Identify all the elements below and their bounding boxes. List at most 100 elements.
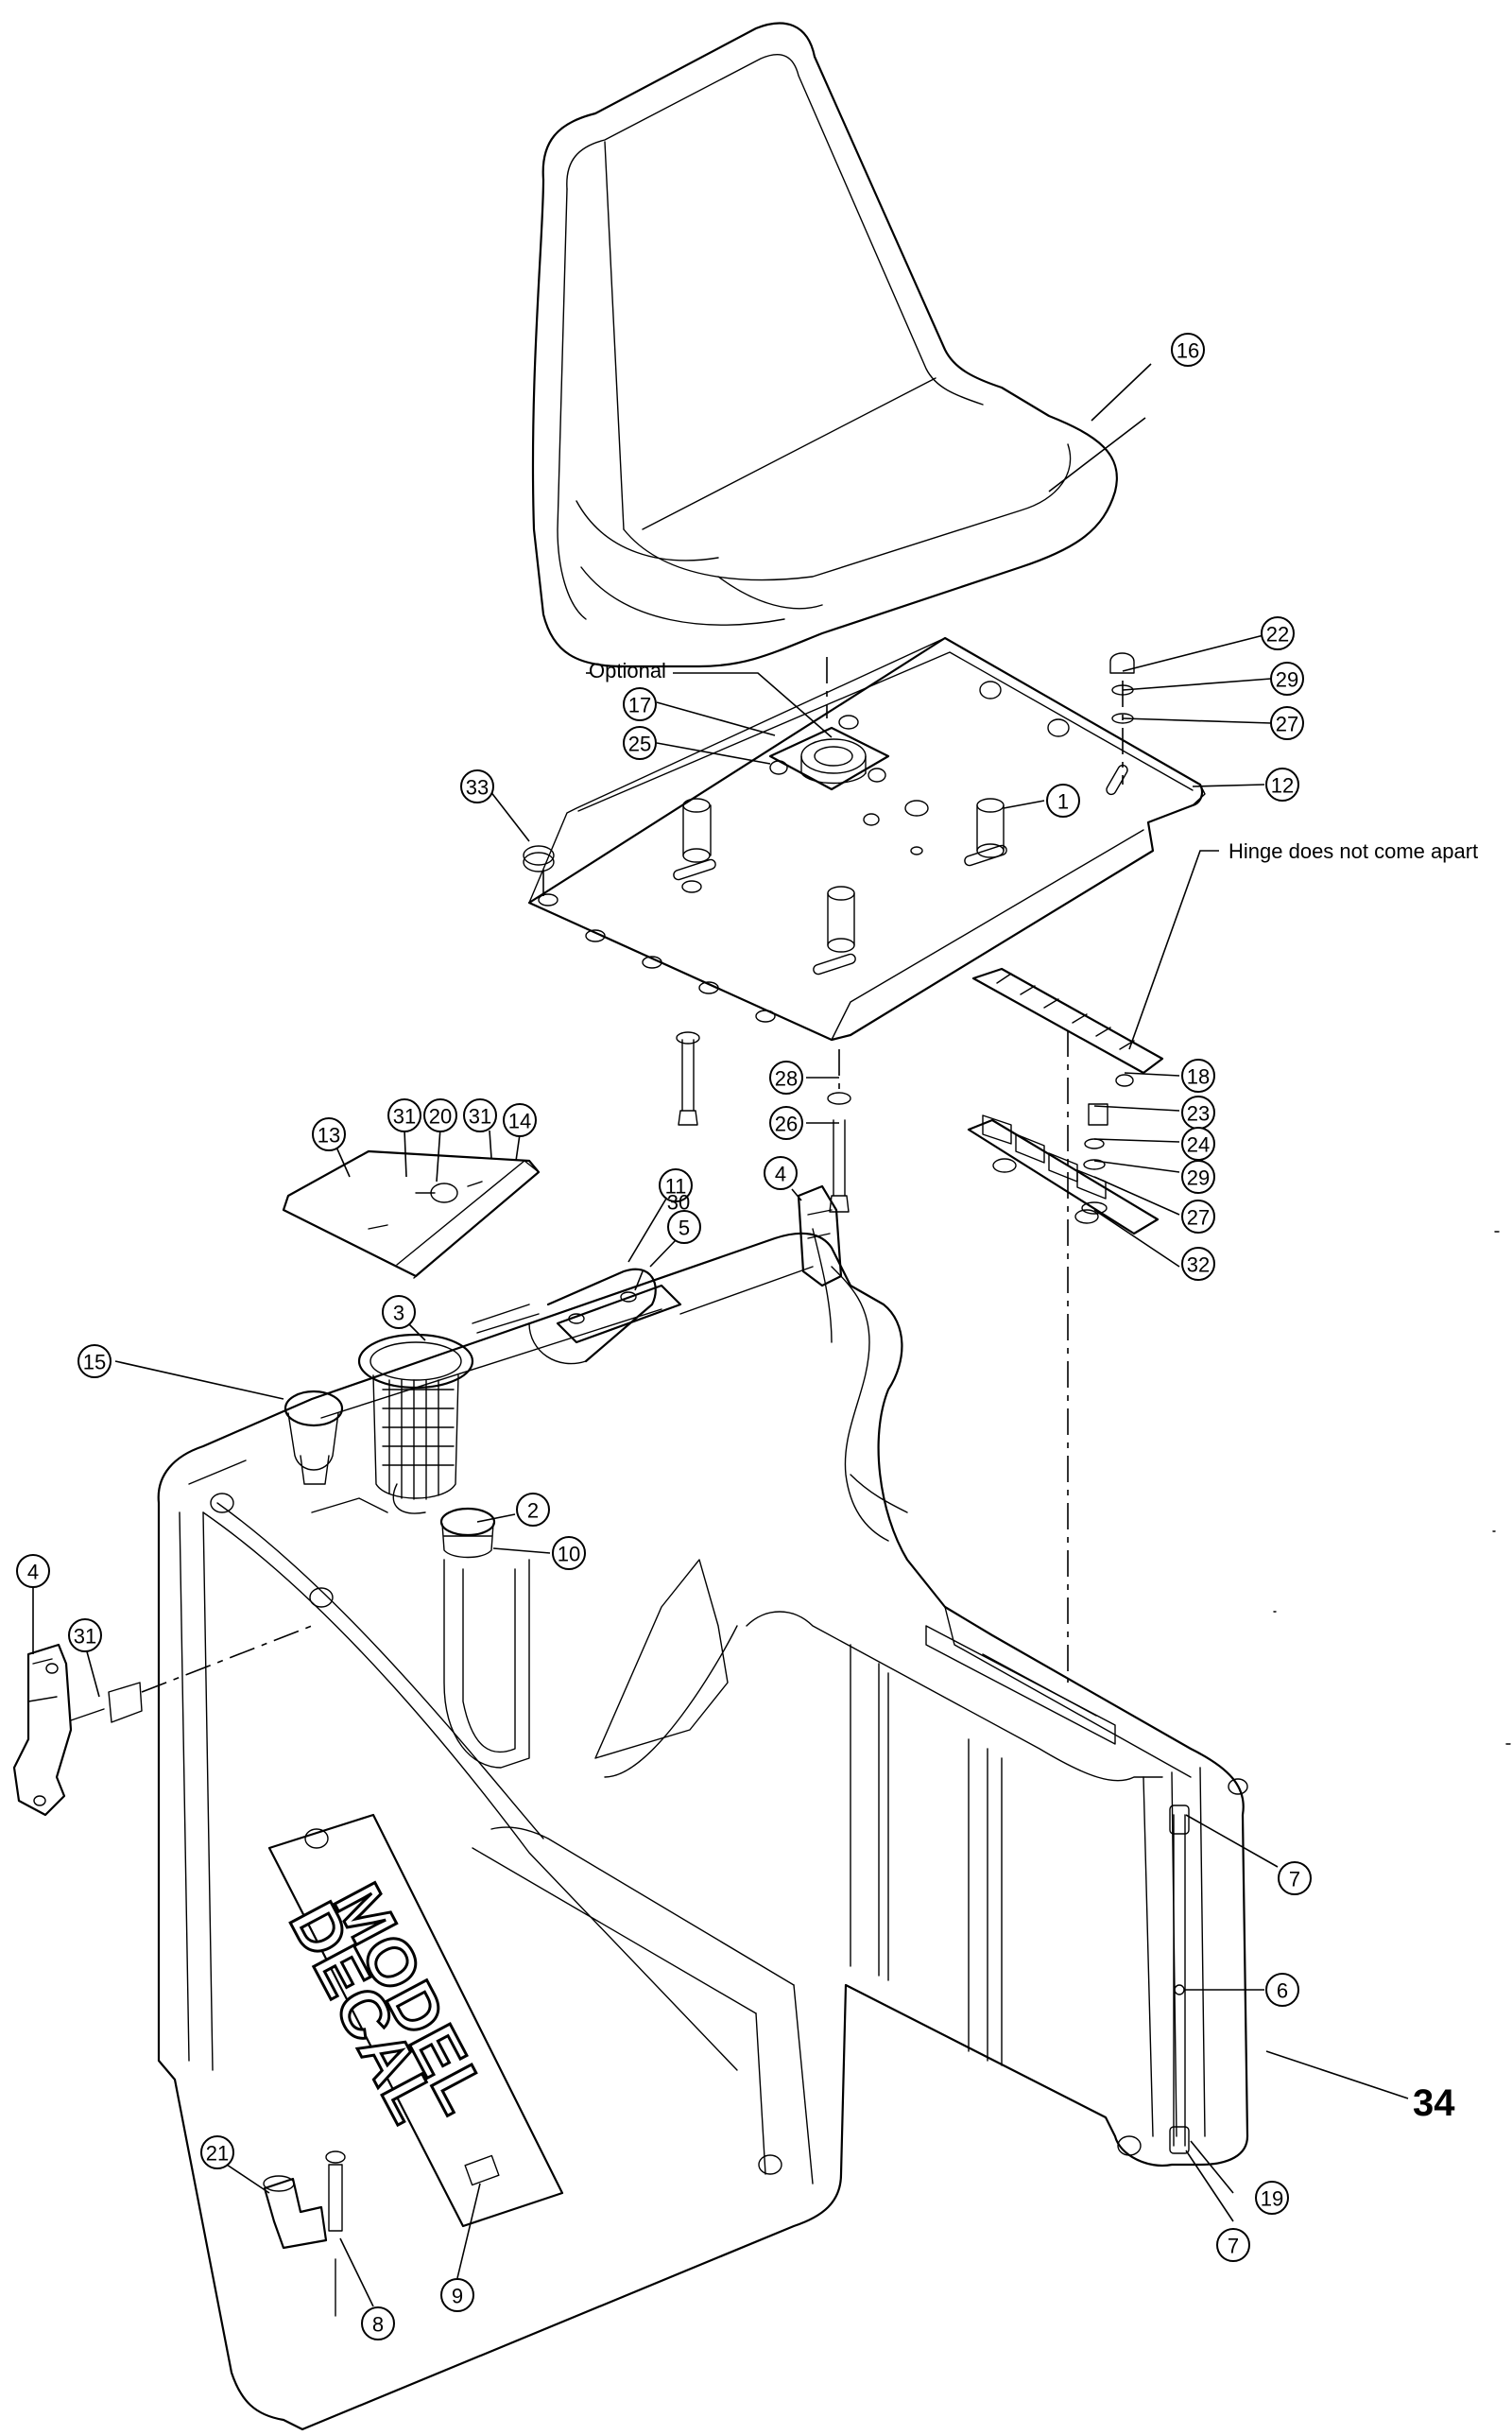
- callout-18: 18: [1181, 1059, 1215, 1093]
- svg-text:16: 16: [1177, 339, 1199, 363]
- callout-31-b: 31: [463, 1098, 497, 1132]
- drain-fitting: [263, 2150, 346, 2317]
- svg-text:2: 2: [527, 1499, 539, 1523]
- model-decal: MODEL DECAL: [267, 1813, 564, 2228]
- optional-swivel-bracket: [768, 715, 890, 791]
- callout-26: 26: [769, 1106, 803, 1140]
- callout-7-upper: 7: [1278, 1861, 1312, 1895]
- svg-text:24: 24: [1187, 1133, 1210, 1157]
- callout-13: 13: [312, 1117, 346, 1151]
- callout-30: 30: [667, 1191, 690, 1215]
- callout-16: 16: [1171, 333, 1205, 367]
- callout-24: 24: [1181, 1127, 1215, 1161]
- latch-upper: [797, 1184, 843, 1287]
- svg-text:23: 23: [1187, 1102, 1210, 1126]
- svg-text:20: 20: [429, 1105, 452, 1129]
- svg-text:25: 25: [628, 733, 651, 756]
- optional-note: Optional: [589, 659, 666, 682]
- svg-text:11: 11: [665, 1175, 687, 1199]
- svg-text:9: 9: [452, 2285, 463, 2308]
- svg-text:12: 12: [1271, 774, 1294, 798]
- svg-text:14: 14: [508, 1110, 531, 1133]
- callout-11: 11: [659, 1168, 693, 1202]
- svg-text:28: 28: [775, 1067, 798, 1091]
- svg-text:17: 17: [628, 694, 651, 717]
- seat-cushion: [531, 22, 1118, 668]
- fill-strainer: [357, 1333, 474, 1500]
- svg-text:4: 4: [775, 1163, 786, 1186]
- filter-cap: [392, 1483, 496, 1559]
- scan-marks: [1273, 1231, 1511, 1745]
- callout-8: 8: [361, 2306, 395, 2340]
- callout-9: 9: [440, 2278, 474, 2312]
- latch-left: [12, 1625, 313, 1817]
- svg-text:7: 7: [1228, 2235, 1239, 2258]
- svg-text:1: 1: [1057, 790, 1069, 814]
- callout-4-left: 4: [16, 1554, 50, 1588]
- seat-mounting-plate: [527, 636, 1206, 1042]
- svg-text:26: 26: [775, 1113, 798, 1136]
- callout-23: 23: [1181, 1096, 1215, 1130]
- callout-4-upper: 4: [764, 1156, 798, 1190]
- callout-19: 19: [1255, 2181, 1289, 2215]
- fuel-fill-cap: [284, 1390, 344, 1485]
- svg-text:27: 27: [1187, 1206, 1210, 1230]
- callout-7-lower: 7: [1216, 2228, 1250, 2262]
- svg-text:18: 18: [1187, 1065, 1210, 1089]
- callout-27-upper: 27: [1270, 706, 1304, 740]
- callout-29-upper: 29: [1270, 662, 1304, 696]
- svg-text:3: 3: [393, 1302, 404, 1325]
- callout-14: 14: [503, 1103, 537, 1137]
- svg-text:10: 10: [558, 1543, 580, 1566]
- svg-text:15: 15: [83, 1351, 106, 1374]
- sight-tube: [1169, 1805, 1190, 2154]
- assembly-number: 34: [1413, 2082, 1455, 2124]
- callout-6: 6: [1265, 1973, 1299, 2007]
- svg-text:8: 8: [372, 2313, 384, 2337]
- hinge-plate: [967, 1114, 1160, 1235]
- callout-10: 10: [552, 1536, 586, 1570]
- svg-text:4: 4: [27, 1561, 39, 1584]
- callout-31-a: 31: [387, 1098, 421, 1132]
- svg-text:19: 19: [1261, 2187, 1283, 2211]
- callout-29-lower: 29: [1181, 1160, 1215, 1194]
- callout-3: 3: [382, 1295, 416, 1329]
- seat-bolt: [676, 1031, 700, 1126]
- svg-text:27: 27: [1276, 713, 1298, 736]
- callout-15: 15: [77, 1344, 112, 1378]
- callout-12: 12: [1265, 768, 1299, 802]
- mounting-bracket: [282, 1149, 541, 1279]
- callout-1: 1: [1046, 784, 1080, 818]
- tank-strap: [472, 1268, 682, 1365]
- washer-stack-right: [523, 652, 1135, 1215]
- svg-text:32: 32: [1187, 1253, 1210, 1277]
- callout-leaders: [32, 363, 1409, 2307]
- callout-5: 5: [667, 1210, 701, 1244]
- hinge-assembly: [971, 967, 1164, 1087]
- tank-body: [157, 1228, 1249, 2431]
- svg-text:21: 21: [206, 2142, 229, 2166]
- callout-22: 22: [1261, 616, 1295, 650]
- svg-text:29: 29: [1187, 1166, 1210, 1190]
- assembly-centerlines: [542, 657, 1124, 1683]
- svg-text:6: 6: [1277, 1979, 1288, 2003]
- callout-31-c: 31: [68, 1618, 102, 1652]
- svg-text:13: 13: [318, 1124, 340, 1148]
- svg-text:33: 33: [466, 776, 489, 800]
- callout-21: 21: [200, 2135, 234, 2169]
- svg-text:5: 5: [679, 1217, 690, 1240]
- svg-text:30: 30: [667, 1191, 690, 1215]
- svg-text:7: 7: [1289, 1868, 1300, 1891]
- callout-33: 33: [460, 769, 494, 803]
- callout-20: 20: [423, 1098, 457, 1132]
- hinge-note: Hinge does not come apart: [1228, 839, 1478, 863]
- svg-text:31: 31: [74, 1625, 96, 1649]
- callout-2: 2: [516, 1493, 550, 1527]
- callout-27-lower: 27: [1181, 1200, 1215, 1234]
- svg-text:31: 31: [469, 1105, 491, 1129]
- callout-32: 32: [1181, 1247, 1215, 1281]
- callout-17: 17: [623, 687, 657, 721]
- svg-text:31: 31: [393, 1105, 416, 1129]
- callout-28: 28: [769, 1061, 803, 1095]
